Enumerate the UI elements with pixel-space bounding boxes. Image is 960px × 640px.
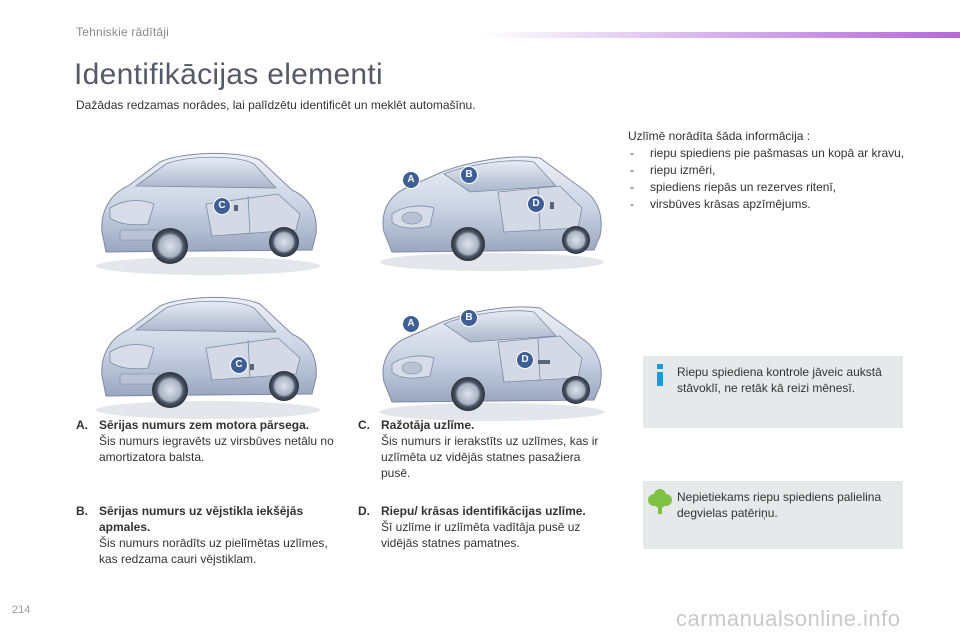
badge-a: A: [402, 315, 420, 333]
badge-c: C: [213, 197, 231, 215]
legend-letter: B.: [76, 504, 88, 518]
badge-d: D: [516, 351, 534, 369]
label-marker-icon: [550, 202, 554, 209]
page-title: Identifikācijas elementi: [74, 58, 384, 91]
legend-item-d: D. Riepu/ krāsas identifikācijas uzlīme.…: [358, 503, 608, 551]
legend-title: Riepu/ krāsas identifikācijas uzlīme.: [381, 504, 586, 518]
eco-tip-text: Nepietiekams riepu spiediens palielina d…: [677, 490, 882, 520]
badge-a: A: [402, 171, 420, 189]
legend-text: Šis numurs norādīts uz pielīmētas uzlīme…: [99, 536, 328, 566]
legend-item-a: A. Sērijas numurs zem motora pārsega. Ši…: [76, 417, 336, 465]
watermark: carmanualsonline.info: [676, 606, 901, 631]
info-icon: [654, 364, 666, 386]
legend-title: Sērijas numurs zem motora pārsega.: [99, 418, 310, 432]
badge-b: B: [460, 166, 478, 184]
legend-item-b: B. Sērijas numurs uz vējstikla iekšējās …: [76, 503, 342, 567]
legend-text: Šis numurs iegravēts uz virsbūves netālu…: [99, 434, 334, 464]
legend-text: Šī uzlīme ir uzlīmēta vadītāja pusē uz v…: [381, 520, 581, 550]
label-marker-icon: [538, 360, 550, 364]
info-list-item: riepu spiediens pie pašmasas un kopā ar …: [628, 145, 908, 162]
badge-d: D: [527, 195, 545, 213]
info-list: riepu spiediens pie pašmasas un kopā ar …: [628, 145, 908, 213]
info-section: Uzlīmē norādīta šāda informācija : riepu…: [628, 128, 908, 213]
legend-text: Šis numurs ir ierakstīts uz uzlīmes, kas…: [381, 434, 599, 480]
label-marker-icon: [234, 205, 238, 211]
car-front-view-1: A B D: [372, 132, 612, 272]
legend-letter: A.: [76, 418, 88, 432]
legend-item-c: C. Ražotāja uzlīme. Šis numurs ir ieraks…: [358, 417, 608, 481]
page-subtitle: Dažādas redzamas norādes, lai palīdzētu …: [76, 98, 476, 112]
badge-c: C: [230, 356, 248, 374]
car-front-view-2: A B D: [372, 282, 612, 422]
info-list-item: spiediens riepās un rezerves ritenī,: [628, 179, 908, 196]
legend-title: Ražotāja uzlīme.: [381, 418, 475, 432]
label-marker-icon: [250, 364, 254, 370]
section-header: Tehniskie rādītāji: [76, 25, 169, 39]
car-rear-view-2: C: [88, 282, 328, 422]
page-number: 214: [12, 604, 31, 616]
badge-b: B: [460, 309, 478, 327]
header-accent-bar: [480, 32, 960, 38]
info-list-item: riepu izmēri,: [628, 162, 908, 179]
legend-letter: D.: [358, 504, 370, 518]
info-intro-text: Uzlīmē norādīta šāda informācija :: [628, 129, 811, 143]
legend-title: Sērijas numurs uz vējstikla iekšējās apm…: [99, 504, 304, 534]
legend-letter: C.: [358, 418, 370, 432]
info-tip-box: Riepu spiediena kontrole jāveic aukstā s…: [643, 356, 903, 428]
car-rear-view-1: C: [88, 138, 328, 278]
info-list-item: virsbūves krāsas apzīmējums.: [628, 196, 908, 213]
info-tip-text: Riepu spiediena kontrole jāveic aukstā s…: [677, 365, 882, 395]
eco-tree-icon: [647, 487, 673, 515]
eco-tip-box: Nepietiekams riepu spiediens palielina d…: [643, 481, 903, 549]
